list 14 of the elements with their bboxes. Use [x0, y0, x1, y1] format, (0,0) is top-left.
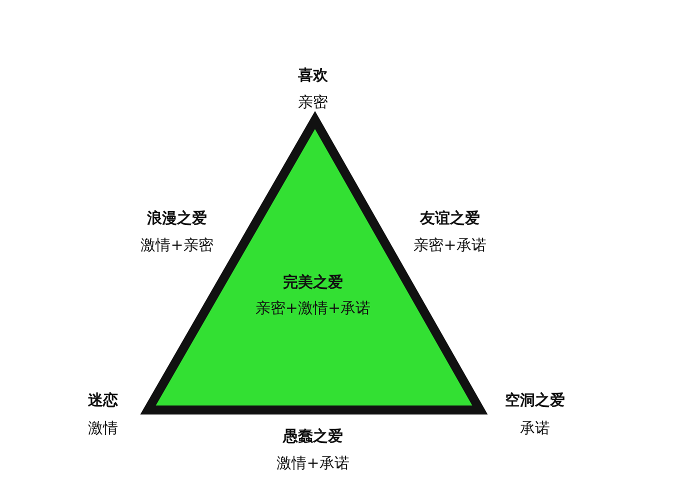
- component-label: 承诺: [520, 419, 550, 437]
- love-type-label: 友谊之爱: [420, 209, 480, 227]
- node-text: 亲密+激情+承诺: [255, 299, 371, 317]
- component-label: 亲密+承诺: [414, 236, 486, 254]
- love-type-label: 迷恋: [88, 391, 118, 409]
- love-type-label: 浪漫之爱: [147, 209, 207, 227]
- love-type-label: 空洞之爱: [505, 391, 565, 409]
- love-type-label: 喜欢: [298, 66, 328, 84]
- node-title: 完美之爱: [283, 273, 343, 291]
- love-type-label: 愚蠢之爱: [283, 427, 343, 445]
- component-label: 激情+亲密: [140, 236, 214, 254]
- component-label: 亲密: [298, 93, 328, 111]
- component-label: 激情+承诺: [276, 454, 350, 472]
- component-label: 激情: [88, 419, 118, 437]
